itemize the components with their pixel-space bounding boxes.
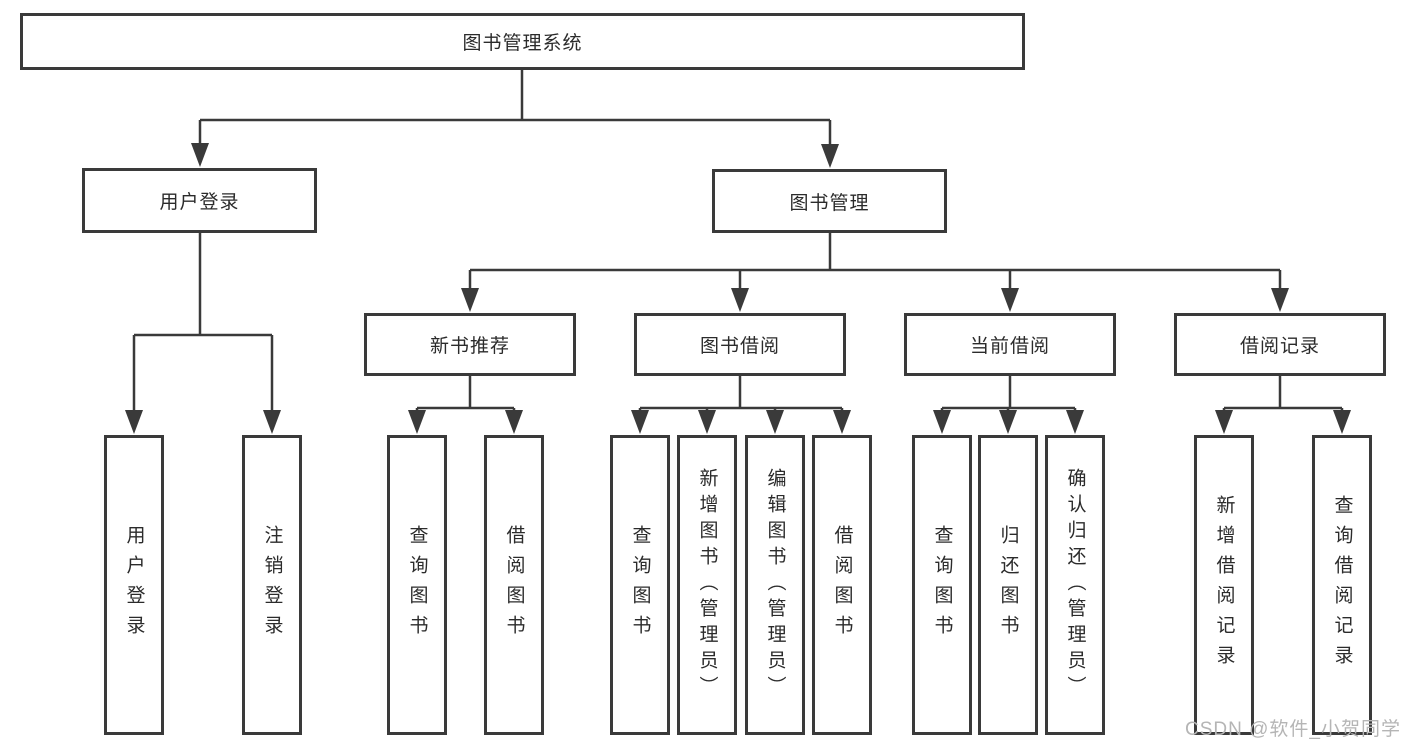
node-label: 确认归还（管理员） <box>1064 468 1086 702</box>
node-label: 查询借阅记录 <box>1331 495 1353 675</box>
node-label: 查询图书 <box>629 525 651 645</box>
node-label: 查询图书 <box>406 525 428 645</box>
node-label: 借阅图书 <box>831 525 853 645</box>
node-label: 用户登录 <box>159 192 240 213</box>
node-label: 新书推荐 <box>429 336 510 357</box>
leaf-return-books: 归还图书 <box>978 435 1038 735</box>
node-label: 当前借阅 <box>969 336 1050 357</box>
leaf-borrow-books-recommend: 借阅图书 <box>484 435 544 735</box>
node-label: 图书管理系统 <box>462 33 583 54</box>
node-borrow-record: 借阅记录 <box>1174 313 1386 376</box>
node-current-borrow: 当前借阅 <box>904 313 1116 376</box>
leaf-logout: 注销登录 <box>242 435 302 735</box>
node-label: 新增图书（管理员） <box>696 468 718 702</box>
node-label: 注销登录 <box>261 525 283 645</box>
node-user-login: 用户登录 <box>82 168 317 233</box>
leaf-add-borrow-record: 新增借阅记录 <box>1194 435 1254 735</box>
node-book-borrow: 图书借阅 <box>634 313 846 376</box>
node-library-management-system: 图书管理系统 <box>20 13 1025 70</box>
leaf-edit-books-admin: 编辑图书（管理员） <box>745 435 805 735</box>
node-label: 借阅图书 <box>503 525 525 645</box>
node-label: 归还图书 <box>997 525 1019 645</box>
leaf-query-books-recommend: 查询图书 <box>387 435 447 735</box>
node-label: 用户登录 <box>123 525 145 645</box>
node-label: 查询图书 <box>931 525 953 645</box>
leaf-confirm-return-admin: 确认归还（管理员） <box>1045 435 1105 735</box>
csdn-watermark: CSDN @软件_小贺同学 <box>1185 719 1401 740</box>
node-book-management: 图书管理 <box>712 169 947 233</box>
arrowheads <box>125 143 1351 434</box>
node-label: 新增借阅记录 <box>1213 495 1235 675</box>
node-label: 借阅记录 <box>1239 336 1320 357</box>
leaf-user-login: 用户登录 <box>104 435 164 735</box>
leaf-add-books-admin: 新增图书（管理员） <box>677 435 737 735</box>
leaf-borrow-books: 借阅图书 <box>812 435 872 735</box>
leaf-query-books-borrow: 查询图书 <box>610 435 670 735</box>
node-label: 图书借阅 <box>699 336 780 357</box>
leaf-query-borrow-record: 查询借阅记录 <box>1312 435 1372 735</box>
leaf-query-books-current: 查询图书 <box>912 435 972 735</box>
node-new-book-recommend: 新书推荐 <box>364 313 576 376</box>
node-label: 图书管理 <box>789 192 870 214</box>
node-label: 编辑图书（管理员） <box>764 468 786 702</box>
